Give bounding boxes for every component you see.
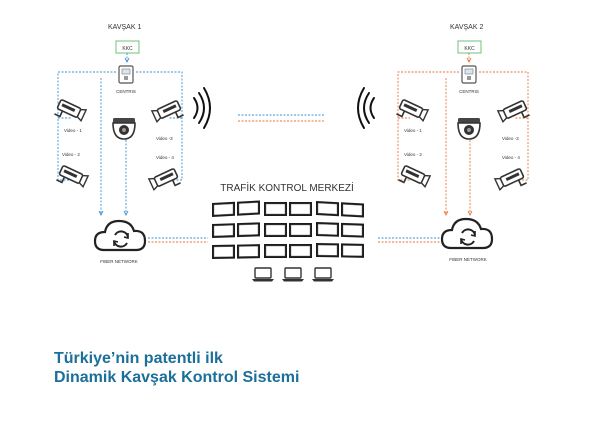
traffic-control-center: TRAFİK KONTROL MERKEZİ — [148, 181, 440, 283]
laptop-icon-3 — [311, 267, 335, 283]
junction-2-centris-label: CENTRIS — [459, 89, 479, 94]
junction-1-right-bus — [136, 71, 183, 181]
junction-1-dome-camera-icon — [112, 117, 136, 140]
junction-2-camera-1-label: Video - 1 — [404, 128, 422, 133]
junction-1-controller-label: KKC — [122, 46, 133, 52]
junction-1-camera-2-icon — [55, 163, 89, 193]
junction-1-controller-tag — [115, 40, 140, 54]
headline: Türkiye’nin patentli ilk Dinamik Kavşak … — [54, 349, 299, 387]
junction-1-camera-1-label: Video - 1 — [64, 128, 82, 133]
junction-1-left-bus — [57, 71, 116, 181]
junction-1-centris-label: CENTRIS — [116, 89, 136, 94]
junction-2-camera-4-icon — [494, 166, 528, 196]
headline-line-1: Türkiye’nin patentli ilk — [54, 350, 223, 367]
junction-2-camera-2-icon — [397, 163, 431, 193]
junction-2-wireless-signal-icon — [357, 87, 375, 129]
laptop-icon-1 — [251, 267, 275, 283]
laptop-icon-2 — [281, 267, 305, 283]
junction-2-title: KAVŞAK 2 — [450, 24, 483, 31]
junction-1-wireless-signal-icon — [193, 87, 211, 129]
junction-2-network-label: FIBER NETWORK — [449, 257, 487, 262]
junction-1-camera-3-icon — [151, 98, 185, 128]
junction-2-camera-1-icon — [395, 97, 429, 127]
junction-1-camera-4-label: Video - 4 — [156, 155, 174, 160]
junction-2-dome-camera-icon — [457, 117, 481, 140]
headline-line-2: Dinamik Kavşak Kontrol Sistemi — [54, 369, 300, 386]
junction-2-right-bus — [479, 71, 529, 181]
control-center-title: TRAFİK KONTROL MERKEZİ — [220, 181, 354, 194]
junction-2-controller-tag — [457, 40, 482, 54]
junction-2-camera-2-label: Video - 2 — [404, 152, 422, 157]
junction-2-camera-3-label: Video -3 — [502, 136, 519, 141]
junction-1-cloud-sync-icon — [93, 219, 147, 252]
video-wall-icon — [211, 200, 365, 260]
junction-1-camera-4-icon — [148, 166, 182, 196]
junction-2-cloud-sync-icon — [440, 217, 494, 250]
junction-1-camera-3-label: Video -3 — [156, 136, 173, 141]
junction-1: KAVŞAK 1 KKC CENTRIS Video - 1 Video - 2… — [53, 24, 211, 264]
junction-1-controller-box-icon — [118, 65, 134, 84]
junction-1-camera-2-label: Video - 2 — [62, 152, 80, 157]
junction-1-network-label: FIBER NETWORK — [100, 259, 138, 264]
junction-2-camera-3-icon — [497, 98, 531, 128]
junction-2: KAVŞAK 2 KKC CENTRIS Video - 1 Video - 2… — [357, 24, 531, 262]
junction-2-controller-label: KKC — [464, 46, 475, 52]
junction-2-camera-4-label: Video - 4 — [502, 155, 520, 160]
junction-2-left-bus — [397, 71, 459, 181]
junction-2-controller-box-icon — [461, 65, 477, 84]
junction-1-camera-1-icon — [53, 97, 87, 127]
junction-1-title: KAVŞAK 1 — [108, 24, 141, 31]
